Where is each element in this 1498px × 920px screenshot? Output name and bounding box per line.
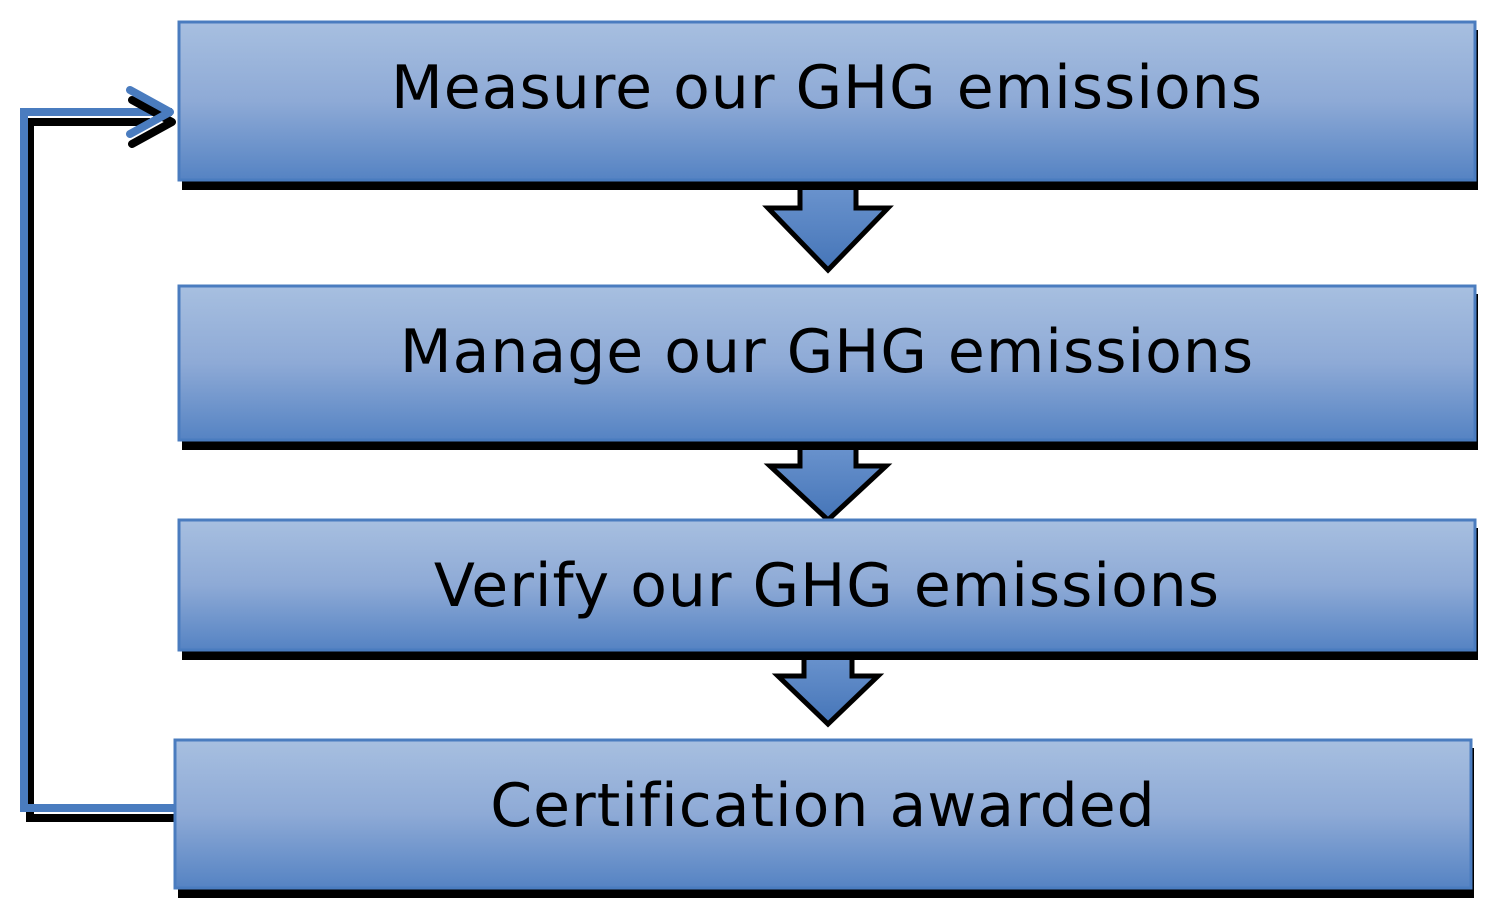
step-label: Measure our GHG emissions	[391, 53, 1263, 123]
feedback-loop-shadow	[26, 118, 182, 822]
step-box-manage: Manage our GHG emissions	[177, 284, 1478, 450]
step-box-measure: Measure our GHG emissions	[177, 20, 1478, 190]
step-box-body	[177, 518, 1477, 652]
step-label: Certification awarded	[490, 771, 1156, 841]
feedback-arrowhead-shadow-icon	[128, 96, 176, 148]
step-box-certification: Certification awarded	[173, 738, 1474, 898]
step-label: Verify our GHG emissions	[434, 551, 1220, 621]
step-label: Manage our GHG emissions	[400, 317, 1254, 387]
step-box-body	[177, 284, 1477, 442]
feedback-loop-line	[20, 108, 182, 812]
step-box-verify: Verify our GHG emissions	[177, 518, 1478, 660]
down-arrow-icon	[762, 173, 894, 274]
step-box-body	[173, 738, 1473, 890]
feedback-loop	[20, 86, 182, 822]
step-box-body	[177, 20, 1477, 182]
feedback-arrowhead-icon	[126, 86, 174, 138]
down-arrow-1	[762, 173, 894, 274]
